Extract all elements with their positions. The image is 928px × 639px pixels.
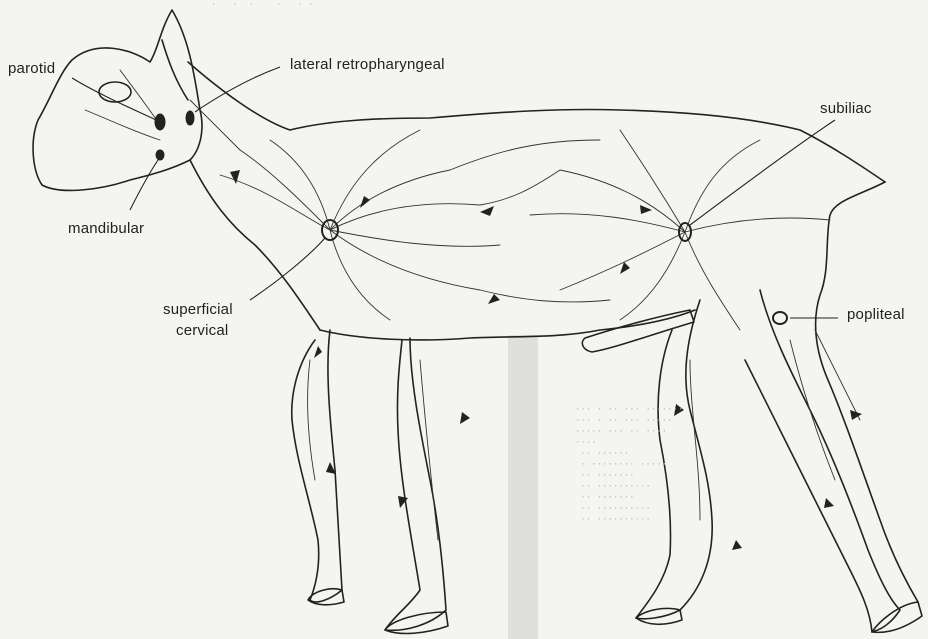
- leader-mandibular: [130, 160, 158, 210]
- flow-arrow: [824, 498, 834, 508]
- belly-line: [320, 310, 695, 340]
- flow-arrow: [480, 206, 494, 216]
- flow-arrow: [620, 262, 630, 274]
- label-superficial-cervical-line1: superficial: [163, 301, 233, 318]
- animal-outline: [33, 10, 922, 633]
- label-subiliac: subiliac: [820, 100, 872, 117]
- leader-subiliac: [690, 120, 835, 225]
- leader-lines: [72, 67, 838, 318]
- lymph-nodes: [155, 111, 787, 324]
- node-popliteal: [773, 312, 787, 324]
- leader-retropharyngeal: [195, 67, 280, 112]
- ear: [162, 40, 188, 100]
- flow-arrow: [314, 346, 322, 358]
- leader-superficial-cervical: [250, 238, 325, 300]
- head-outline: [33, 10, 202, 190]
- bleed-through-text: ··· · ·· ··· ······· ··· · ·· ··· ····· …: [575, 405, 683, 526]
- label-parotid: parotid: [8, 60, 55, 77]
- flow-arrow: [732, 540, 742, 550]
- node-parotid: [155, 114, 165, 130]
- front-leg-near: [292, 330, 342, 602]
- label-mandibular: mandibular: [68, 220, 144, 237]
- flow-arrow: [488, 294, 500, 304]
- bleed-through-column: [508, 335, 538, 639]
- eye: [99, 82, 131, 102]
- node-retropharyngeal: [186, 111, 194, 125]
- bleed-through-text: · · · · · ·: [200, 0, 314, 11]
- neck-back-line: [188, 62, 885, 182]
- flow-arrow: [360, 196, 370, 208]
- label-popliteal: popliteal: [847, 306, 905, 323]
- flow-arrow: [230, 170, 240, 184]
- flow-arrow: [640, 205, 652, 214]
- rump-outline: [816, 182, 918, 602]
- label-lateral-retropharyngeal: lateral retropharyngeal: [290, 56, 445, 73]
- flow-arrow: [460, 412, 470, 424]
- front-leg-far: [385, 338, 446, 630]
- label-superficial-cervical-line2: cervical: [176, 322, 228, 339]
- leader-parotid: [72, 78, 156, 120]
- node-mandibular: [156, 150, 164, 160]
- hoof-hind-near: [636, 608, 682, 624]
- hind-leg-far: [745, 290, 900, 632]
